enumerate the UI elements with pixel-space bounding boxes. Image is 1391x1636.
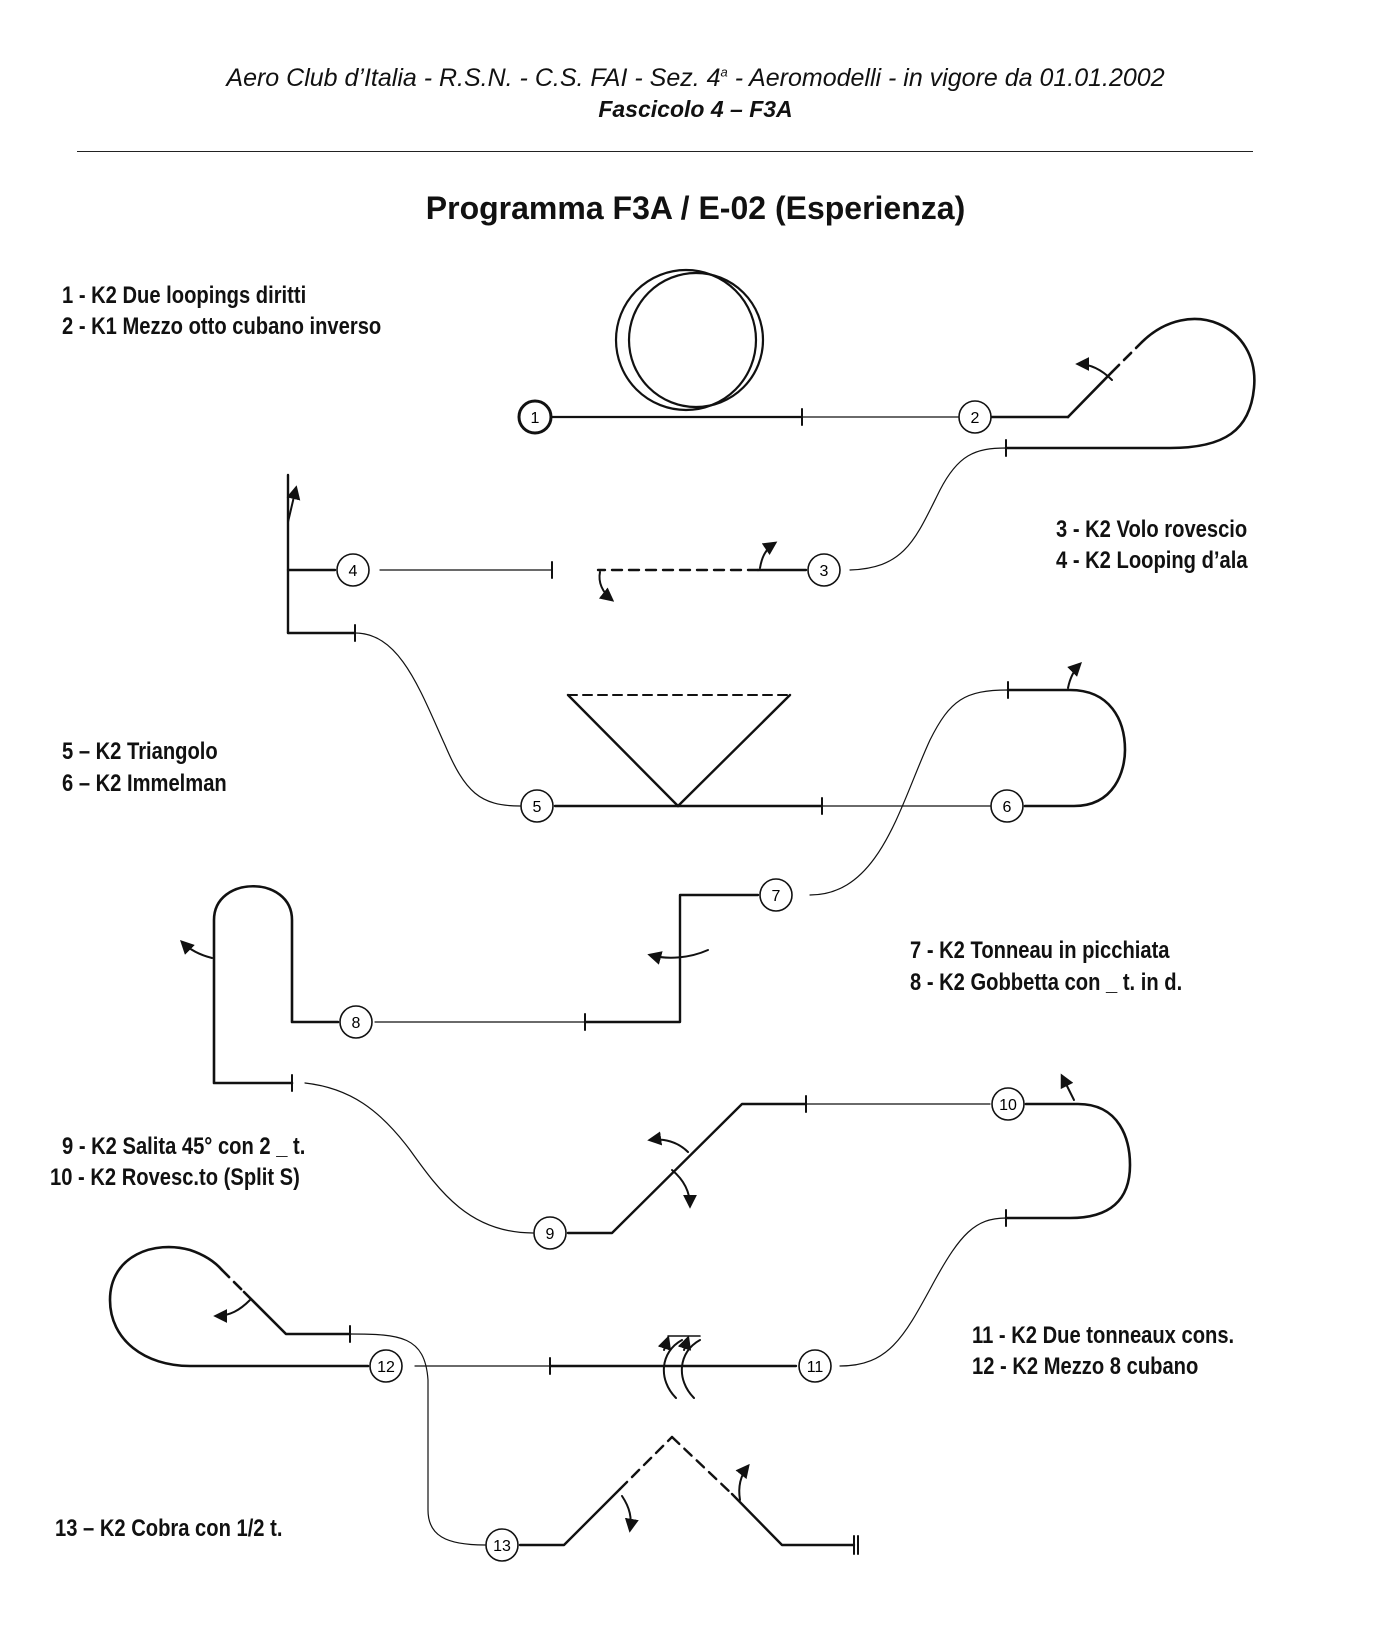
marker-7-number: 7 <box>772 888 781 905</box>
header-text: Aero Club d’Italia - R.S.N. - C.S. FAI -… <box>226 64 721 92</box>
maneuver-label-4: 4 - K2 Looping d’ala <box>1056 547 1248 574</box>
marker-2-number: 2 <box>971 410 980 427</box>
marker-13: 13 <box>485 1528 519 1562</box>
marker-13-number: 13 <box>493 1538 511 1555</box>
marker-3: 3 <box>807 553 841 587</box>
maneuver-label-7: 7 - K2 Tonneau in picchiata <box>910 937 1170 964</box>
maneuver-label-2: 2 - K1 Mezzo otto cubano inverso <box>62 313 382 340</box>
maneuver-label-11: 11 - K2 Due tonneaux cons. <box>972 1322 1235 1349</box>
maneuver-label-5: 5 – K2 Triangolo <box>62 738 218 765</box>
maneuver-label-8: 8 - K2 Gobbetta con _ t. in d. <box>910 969 1183 996</box>
maneuver-markers: 1 2 3 4 5 6 7 8 <box>336 399 1025 1562</box>
marker-9: 9 <box>533 1216 567 1250</box>
marker-5: 5 <box>520 789 554 823</box>
marker-8-number: 8 <box>352 1015 361 1032</box>
marker-8: 8 <box>339 1005 373 1039</box>
marker-9-number: 9 <box>546 1226 555 1243</box>
marker-10-number: 10 <box>999 1097 1017 1114</box>
maneuver-6-path <box>809 662 1127 896</box>
marker-12-number: 12 <box>377 1359 395 1376</box>
maneuver-3-path <box>379 541 808 602</box>
maneuver-7-path <box>374 893 760 1031</box>
marker-11: 11 <box>798 1349 832 1383</box>
marker-10: 10 <box>991 1087 1025 1121</box>
maneuver-label-9: 9 - K2 Salita 45° con 2 _ t. <box>62 1133 306 1160</box>
maneuver-8-path <box>180 885 534 1234</box>
marker-4: 4 <box>336 553 370 587</box>
maneuver-9-path <box>566 1095 991 1235</box>
maneuver-label-13: 13 – K2 Cobra con 1/2 t. <box>55 1515 283 1542</box>
maneuver-label-1: 1 - K2 Due loopings diritti <box>62 282 307 309</box>
marker-12: 12 <box>369 1349 403 1383</box>
header-line1: Aero Club d’Italia - R.S.N. - C.S. FAI -… <box>0 64 1391 93</box>
maneuver-2-path <box>849 317 1256 571</box>
marker-2: 2 <box>958 400 992 434</box>
maneuver-4-path <box>286 473 521 807</box>
header-divider <box>77 151 1253 152</box>
maneuver-label-6: 6 – K2 Immelman <box>62 770 227 797</box>
maneuver-5-path <box>553 693 991 815</box>
maneuver-label-10: 10 - K2 Rovesc.to (Split S) <box>50 1164 300 1191</box>
marker-6-number: 6 <box>1003 799 1012 816</box>
header-text-tail: - Aeromodelli - in vigore da 01.01.2002 <box>727 64 1165 92</box>
header-line2: Fascicolo 4 – F3A <box>598 96 793 122</box>
marker-11-number: 11 <box>807 1359 824 1376</box>
maneuver-12-path <box>108 1245 486 1546</box>
marker-4-number: 4 <box>349 563 358 580</box>
marker-6: 6 <box>990 789 1024 823</box>
marker-1: 1 <box>517 399 553 435</box>
marker-1-number: 1 <box>531 410 540 427</box>
marker-7: 7 <box>759 878 793 912</box>
maneuver-11-path <box>414 1335 798 1399</box>
page-title: Programma F3A / E-02 (Esperienza) <box>425 190 966 226</box>
marker-5-number: 5 <box>533 799 542 816</box>
maneuver-label-3: 3 - K2 Volo rovescio <box>1056 516 1248 543</box>
marker-3-number: 3 <box>820 563 829 580</box>
maneuver-label-12: 12 - K2 Mezzo 8 cubano <box>972 1353 1199 1380</box>
maneuver-10-path <box>839 1073 1132 1367</box>
maneuver-13-path <box>518 1435 859 1555</box>
header-superscript: a <box>720 64 728 80</box>
maneuver-1-path <box>549 268 959 426</box>
